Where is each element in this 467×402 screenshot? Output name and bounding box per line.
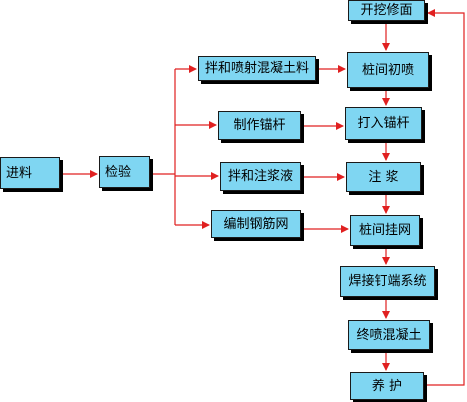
node-zhongpen-hunningtu: 终喷混凝土 xyxy=(348,320,430,350)
node-zhujiang: 注 浆 xyxy=(346,162,421,192)
node-banhe-penshe: 拌和喷射混凝土料 xyxy=(198,56,316,81)
node-zhuangjian-chupen: 桩间初喷 xyxy=(347,52,429,88)
arrow-yanghu-loop-to-kaiwa xyxy=(426,9,465,386)
node-banhe-zhujiangye: 拌和注浆液 xyxy=(220,162,301,191)
node-bianzhi-gangjinwang: 编制钢筋网 xyxy=(211,210,301,238)
node-jinliao: 进料 xyxy=(0,157,60,189)
node-hanjie-dingduan: 焊接钉端系统 xyxy=(340,266,435,297)
node-daru-maogan: 打入锚杆 xyxy=(345,107,422,140)
node-kaiwa-xiumian: 开挖修面 xyxy=(348,0,425,21)
node-jianyan: 检验 xyxy=(99,156,150,188)
node-yanghu: 养 护 xyxy=(350,372,424,400)
node-zhuangjian-guawang: 桩间挂网 xyxy=(350,215,420,246)
node-zhizuo-maogan: 制作锚杆 xyxy=(218,111,301,140)
